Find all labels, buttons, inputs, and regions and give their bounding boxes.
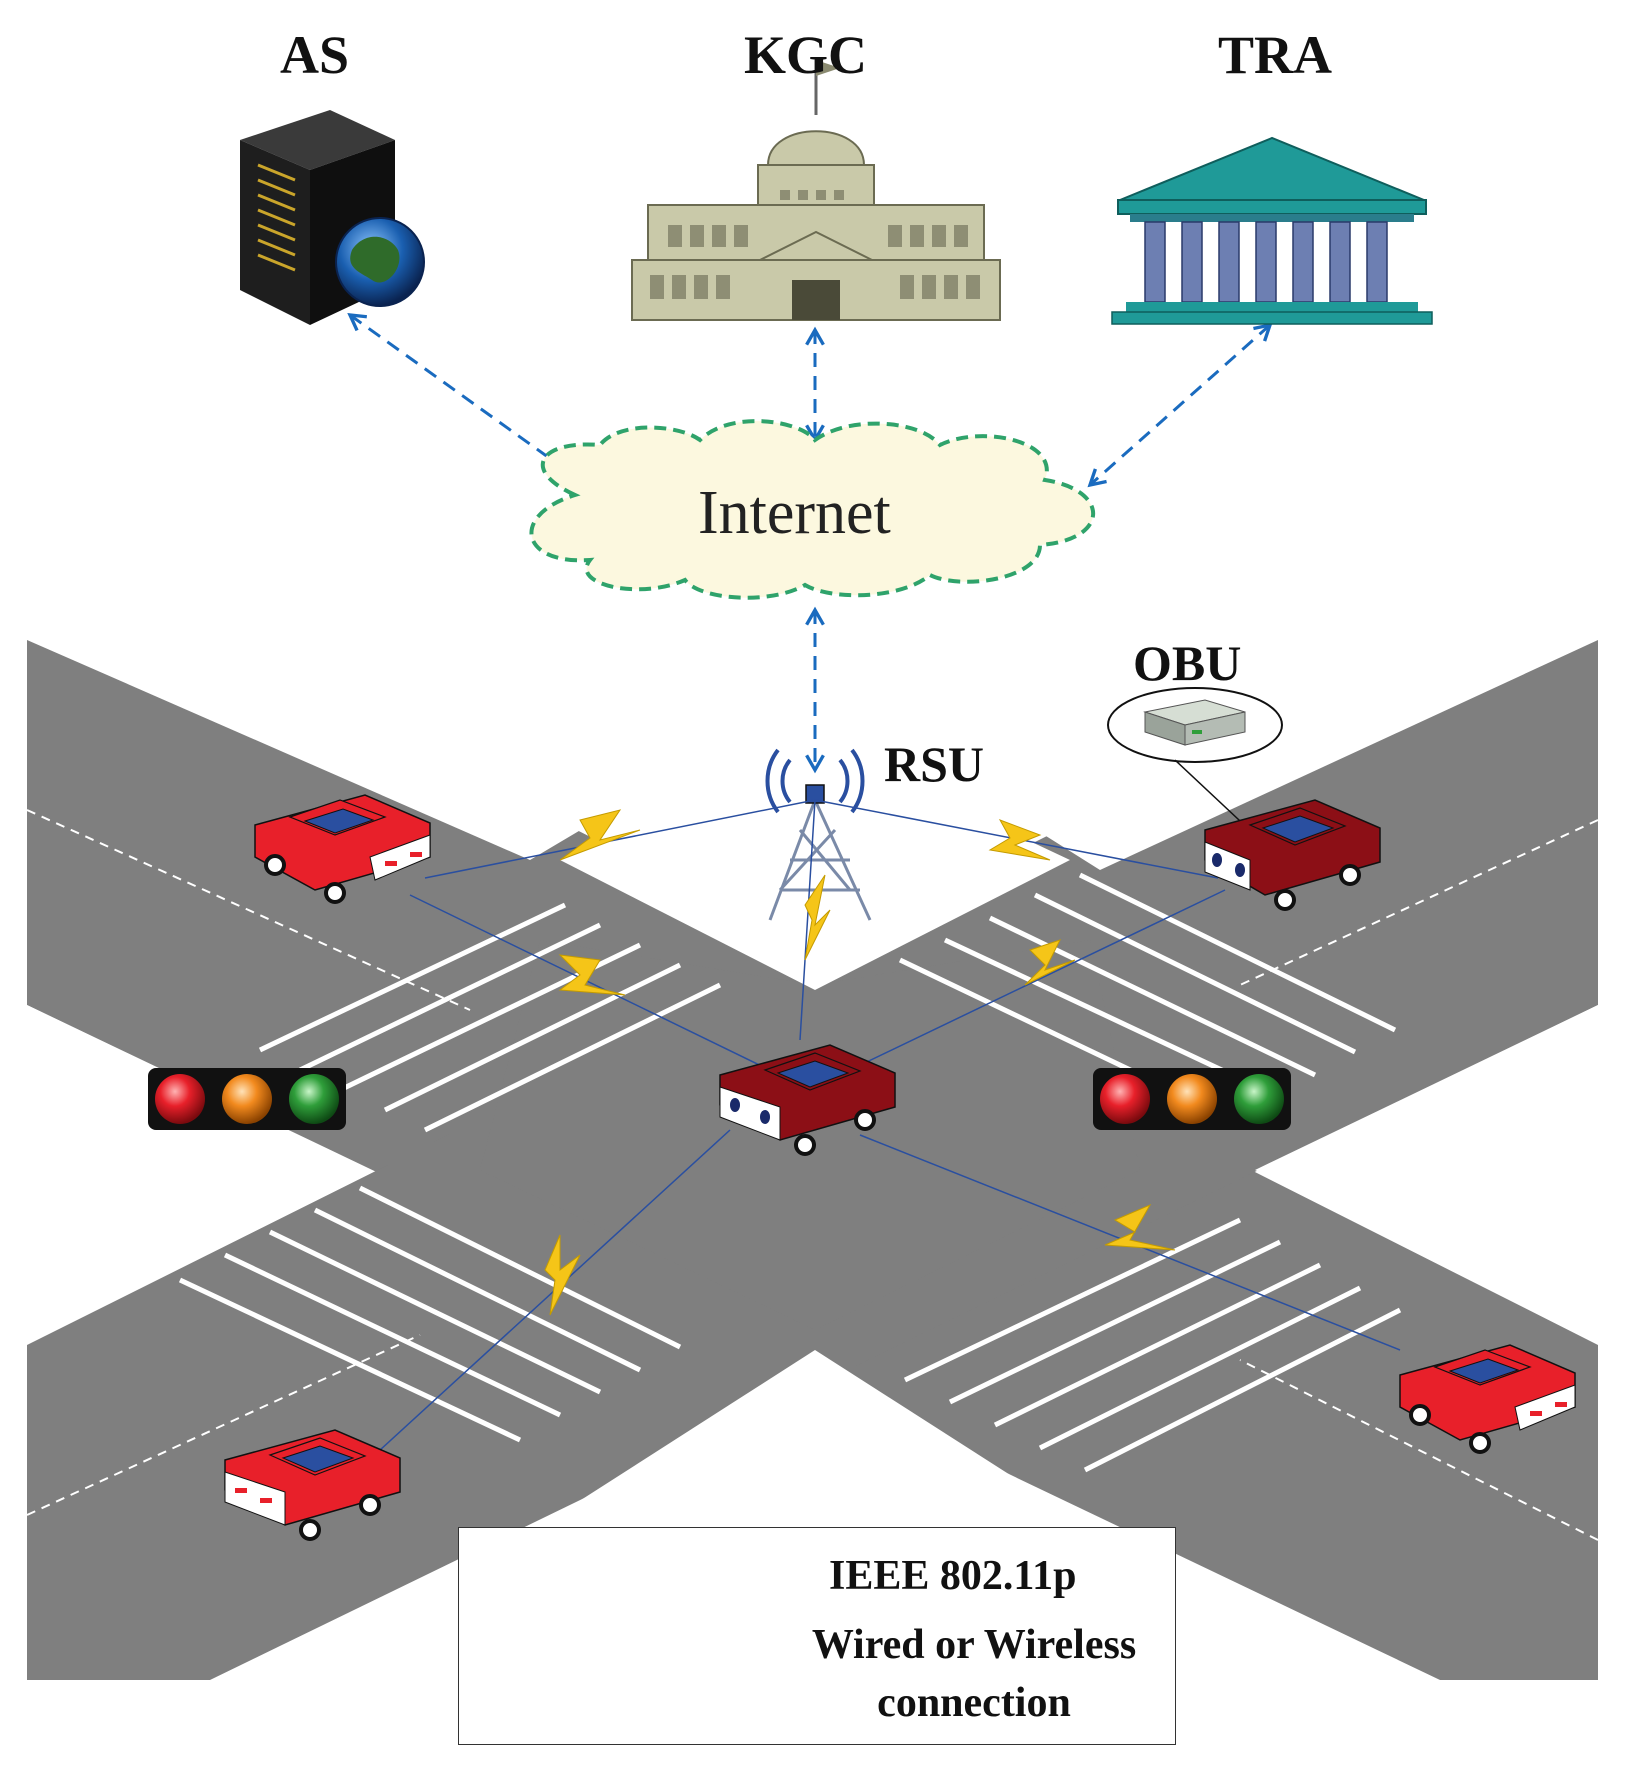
red-light-icon: [1100, 1074, 1150, 1124]
link-as-internet: [347, 313, 583, 482]
red-light-icon: [155, 1074, 205, 1124]
legend-wireless-label: IEEE 802.11p: [829, 1553, 1077, 1599]
road-center: [480, 940, 1140, 1330]
tra-building-icon: [1111, 136, 1433, 325]
lane-dash-ne: [1239, 819, 1599, 986]
rsu-label: RSU: [884, 736, 985, 792]
traffic-light-left: [148, 1068, 346, 1130]
lane-dash-sw: [26, 1334, 421, 1516]
legend-box: IEEE 802.11p Wired or Wireless connectio…: [458, 1527, 1176, 1745]
orange-light-icon: [1167, 1074, 1217, 1124]
crosswalk-south-east: [903, 1217, 1402, 1473]
rsu-tower-icon: [765, 748, 872, 921]
wired-wireless-connections: [347, 313, 1273, 774]
car-northeast: [1204, 799, 1381, 911]
legend-wired-label: Wired or Wireless connection: [811, 1622, 1137, 1726]
obu-label: OBU: [1133, 635, 1242, 691]
car-center: [719, 1044, 896, 1156]
crosswalk-south-west: [178, 1185, 682, 1443]
island-right: [1255, 1005, 1598, 1340]
kgc-label: KGC: [744, 25, 868, 85]
lane-dash-se: [1239, 1359, 1599, 1541]
tra-label: TRA: [1218, 25, 1333, 85]
as-server-icon: [240, 110, 425, 325]
internet-cloud: [529, 419, 1096, 600]
crosswalk-east: [898, 872, 1397, 1123]
as-label: AS: [280, 25, 350, 85]
island-top: [560, 740, 1070, 990]
car-southwest: [224, 1429, 401, 1541]
signal-waves-icon: [765, 748, 865, 814]
obu-device-icon: [1107, 687, 1283, 836]
traffic-light-right: [1093, 1068, 1291, 1130]
orange-light-icon: [222, 1074, 272, 1124]
internet-label: Internet: [698, 479, 891, 547]
green-light-icon: [289, 1074, 339, 1124]
car-southeast: [1399, 1344, 1576, 1454]
kgc-building-icon: [631, 60, 1001, 321]
lane-dash-nw: [26, 809, 471, 1011]
car-northwest: [254, 794, 431, 904]
island-left: [27, 1005, 370, 1340]
island-top-left: [27, 560, 800, 860]
ieee-80211p-links: [379, 799, 1401, 1451]
green-light-icon: [1234, 1074, 1284, 1124]
link-tra-internet: [1087, 322, 1273, 488]
